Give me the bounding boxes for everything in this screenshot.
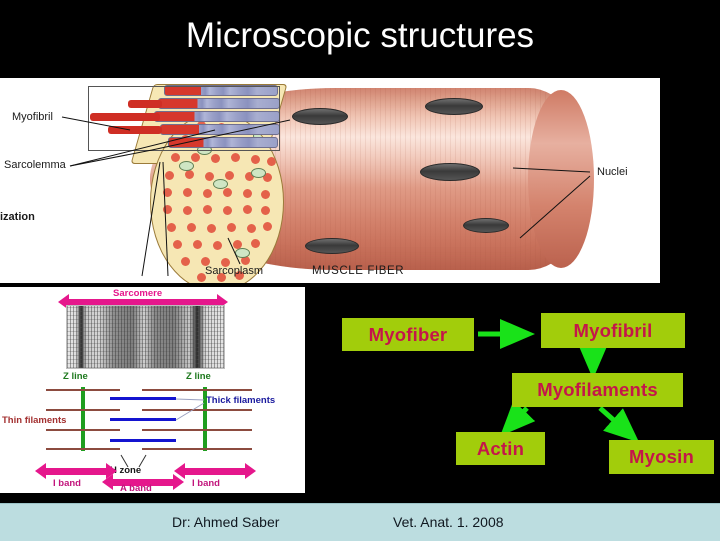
thin-filament [46,389,120,391]
z-line-left [81,387,85,451]
thin-filament [142,409,252,411]
label-i-band-right: I band [192,478,220,489]
thick-filament [110,439,176,443]
nucleus [305,238,359,254]
label-sarcolemma: Sarcolemma [4,159,66,171]
flow-node-myofilaments[interactable]: Myofilaments [512,373,683,407]
flow-node-actin[interactable]: Actin [456,432,545,465]
label-thick-filaments: Thick filaments [206,395,276,406]
electron-micrograph [66,305,225,369]
nucleus [425,98,483,115]
flow-node-myofibril[interactable]: Myofibril [541,313,685,348]
nucleus [463,218,509,233]
leader-lines [61,116,591,277]
sarcomere-figure: Sarcomere Z line Z line Thin filaments T… [0,287,305,493]
thin-filament [142,389,252,391]
page-title: Microscopic structures [185,16,535,55]
sarcomere-span-arrow [58,294,228,310]
thin-filament [142,448,252,450]
label-sarcoplasm: Sarcoplasm [205,265,264,277]
footer-course: Vet. Anat. 1. 2008 [393,514,504,530]
mitochondrion [213,179,228,189]
label-z-line-right: Z line [186,371,211,382]
a-band-arrow [102,474,184,490]
nucleus [420,163,480,181]
flow-node-myosin[interactable]: Myosin [609,440,714,474]
z-line-right [203,387,207,451]
myofibril-bundle [90,83,308,149]
thick-filament [110,397,176,401]
fiber-end-cap [528,90,594,268]
label-nuclei: Nuclei [597,166,628,178]
label-i-band-left: I band [53,478,81,489]
muscle-fiber-figure: Myofibril Sarcolemma ization Sarcoplasm … [0,78,660,283]
zoom-region-box [88,86,280,151]
flow-node-myofibril-label: Myofibril [573,319,653,341]
mitochondrion [251,168,266,178]
arrow-myofilaments-to-actin [500,400,536,437]
thick-filament [110,418,176,422]
thin-filament [46,429,120,431]
label-myofibril: Myofibril [12,111,53,123]
footer-band: Dr: Ahmed Saber Vet. Anat. 1. 2008 [0,503,720,541]
sarcomere-leaders [120,398,205,468]
flow-node-myofilaments-label: Myofilaments [537,379,658,400]
thin-filament [142,429,252,431]
arrow-myofilaments-to-myosin [598,406,640,443]
label-a-band: A band [120,483,152,493]
i-band-arrow-left [35,463,117,479]
flow-node-myofiber[interactable]: Myofiber [342,318,474,351]
thin-filament [46,409,120,411]
flow-node-actin-label: Actin [476,437,525,459]
flow-node-myosin-label: Myosin [629,446,694,467]
i-band-arrow-right [174,463,256,479]
label-sarcomere: Sarcomere [113,288,163,299]
label-z-line-left: Z line [63,371,88,382]
mitochondrion [179,161,194,171]
mitochondrion [235,248,250,258]
label-thin-filaments: Thin filaments [2,415,67,426]
footer-author: Dr: Ahmed Saber [172,514,280,530]
flow-node-myofiber-label: Myofiber [368,323,448,345]
nucleus [292,108,348,125]
label-organization: ization [0,211,35,223]
caption-muscle-fiber: MUSCLE FIBER [312,265,405,277]
label-h-zone: H zone [110,465,142,476]
thin-filament [46,448,120,450]
